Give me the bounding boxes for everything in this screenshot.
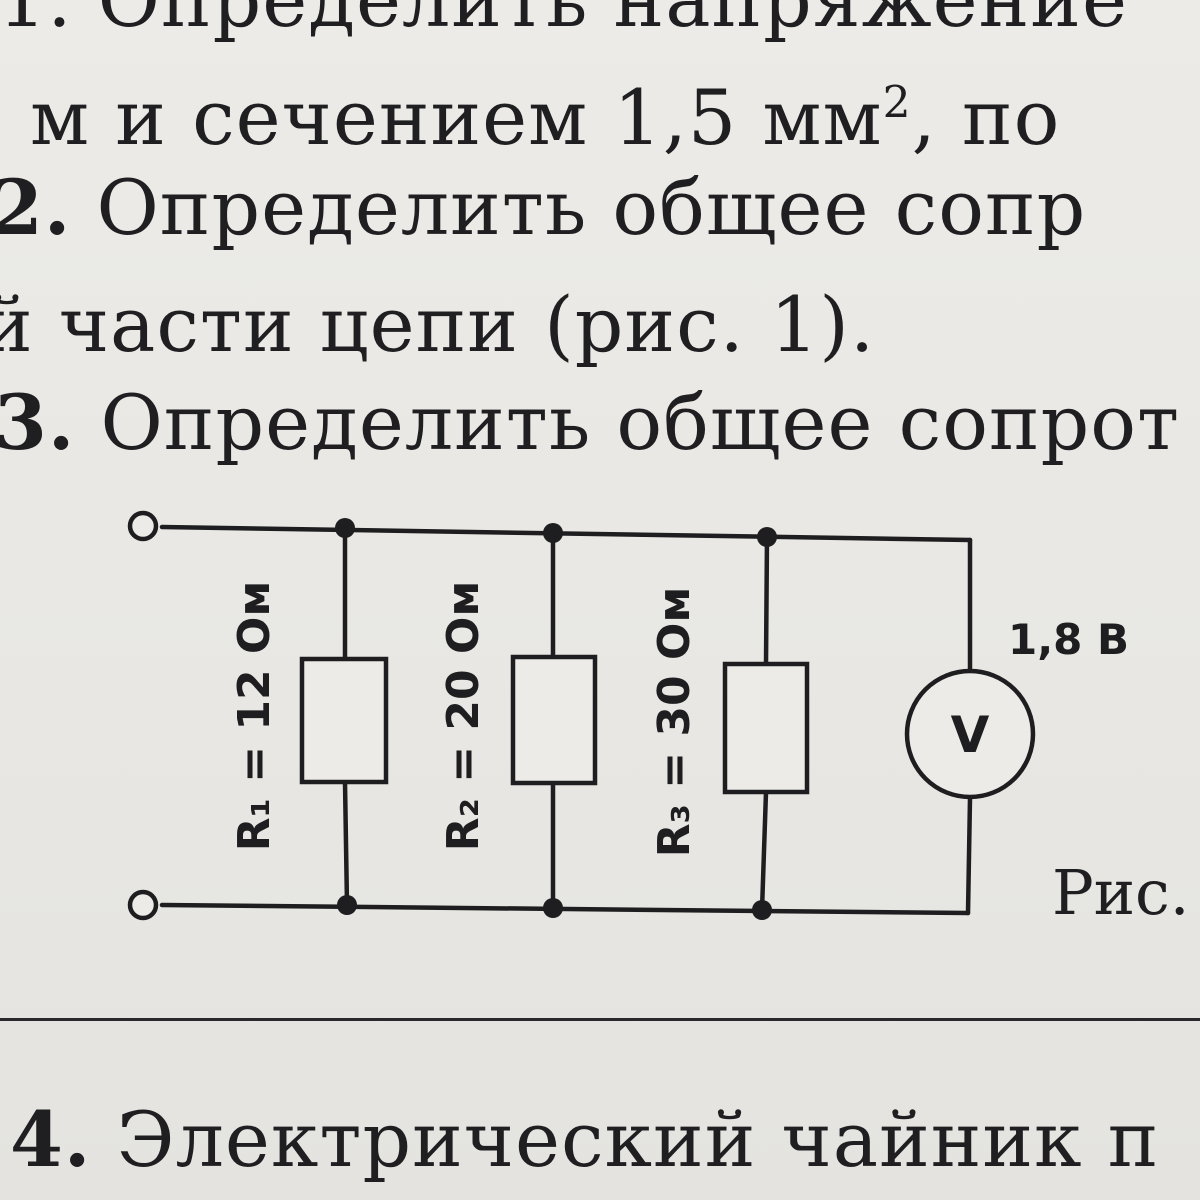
resistor-2-label: R₂ = 20 Ом xyxy=(438,581,489,852)
unit-superscript: 2 xyxy=(882,77,912,129)
bottom-wire xyxy=(159,902,971,916)
problem-3-line-1: 3. Определить общее сопрот xyxy=(0,385,1180,461)
junction-node xyxy=(337,895,357,915)
junction-node xyxy=(757,527,777,547)
voltmeter xyxy=(904,668,1036,800)
resistor-3-label: R₃ = 30 Ом xyxy=(649,587,700,858)
branch-1-bottom-wire xyxy=(342,779,350,908)
problem-1-text-continued: м и сечением 1,5 мм xyxy=(30,73,883,162)
problem-number: 3. xyxy=(0,378,76,467)
problem-1-text-tail: , по xyxy=(911,73,1061,162)
figure-caption: Рис. xyxy=(1052,862,1189,924)
junction-node xyxy=(752,900,772,920)
resistor-3 xyxy=(722,661,810,795)
resistor-2 xyxy=(510,654,598,786)
figure-caption-text: Рис. xyxy=(1052,856,1190,929)
problem-4-text: Электрический чайник п xyxy=(91,1095,1160,1184)
resistor-1-label: R₁ = 12 Ом xyxy=(229,581,280,852)
junction-node xyxy=(543,523,563,543)
problem-4-line-1: 4. Электрический чайник п xyxy=(10,1102,1159,1178)
branch-3-bottom-wire xyxy=(759,789,769,913)
section-divider xyxy=(0,1018,1200,1021)
problem-number: 4. xyxy=(10,1095,92,1184)
problem-2-line-2: й части цепи (рис. 1). xyxy=(0,287,875,363)
problem-2-line-1: 2. Определить общее сопр xyxy=(0,170,1086,246)
problem-1-line-2: м и сечением 1,5 мм2, по xyxy=(30,80,1060,156)
voltage-reading: 1,8 В xyxy=(1008,615,1129,664)
problem-number: 2. xyxy=(0,163,72,252)
junction-node xyxy=(335,518,355,538)
voltmeter-symbol: V xyxy=(951,706,990,764)
resistor-1 xyxy=(299,656,389,785)
input-terminal-bottom xyxy=(127,889,159,921)
problem-2-text: Определить общее сопр xyxy=(71,163,1087,252)
problem-1-text: 1. Определить напряжение xyxy=(0,0,1128,44)
problem-2-text-continued: й части цепи (рис. 1). xyxy=(0,280,876,369)
junction-node xyxy=(543,898,563,918)
problem-1-line-1: 1. Определить напряжение xyxy=(0,0,1128,38)
branch-3-top-wire xyxy=(763,533,770,667)
top-wire xyxy=(159,524,973,543)
voltmeter-bottom-wire xyxy=(965,795,973,916)
input-terminal-top xyxy=(127,510,159,542)
problem-3-text: Определить общее сопрот xyxy=(75,378,1181,467)
